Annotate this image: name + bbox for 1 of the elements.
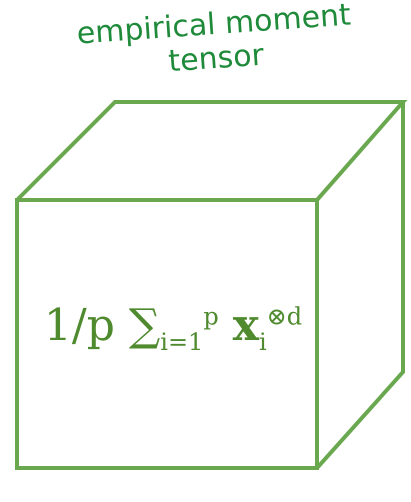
title-text: empirical moment tensor bbox=[74, 0, 353, 82]
